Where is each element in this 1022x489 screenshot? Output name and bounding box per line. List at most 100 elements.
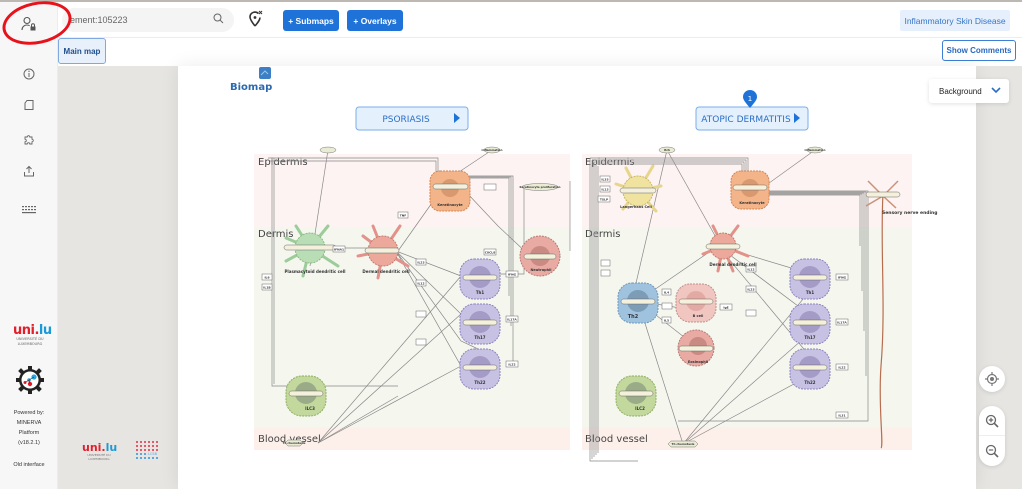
legend-grid-icon (22, 206, 36, 214)
biomap-logo: Biomap (230, 67, 272, 93)
old-interface-link[interactable]: Old interface (13, 462, 45, 468)
svg-text:IL12: IL12 (747, 268, 754, 272)
cell-keratinocyte[interactable]: Keratinocyte (730, 170, 770, 210)
cell-dermal-dendritic[interactable]: Dermal dendritic cell (701, 224, 757, 273)
biomap-diagram[interactable]: Biomap PSORIASIS Epidermis Dermis Blood … (178, 66, 976, 489)
cell-neutrophil[interactable]: Neutrophil (519, 235, 561, 277)
cytokine-ifna1[interactable]: IFNA1 (332, 245, 346, 253)
search-input[interactable] (68, 15, 208, 25)
cytokine-il5[interactable]: IL5 (661, 316, 672, 324)
phenotype-keratinocyte-proliferation[interactable]: Keratinocyte proliferation (520, 183, 561, 191)
phenotype-th-chemotaxis[interactable]: Th chemotaxis (667, 440, 699, 448)
cell-ilc3[interactable]: ILC3 (285, 375, 327, 417)
cytokine-cxcl8[interactable]: CXCL8 (483, 248, 497, 256)
locate-button[interactable] (979, 366, 1005, 392)
cytokine-il23-2[interactable] (745, 309, 757, 317)
cytokine-il23[interactable]: IL23 (415, 258, 427, 266)
atopic-dermatitis-panel[interactable]: ATOPIC DERMATITIS 1 Epidermis Dermis Blo… (582, 90, 937, 462)
cell-th17[interactable]: Th17 (459, 303, 501, 345)
background-select[interactable]: Background (929, 79, 1009, 103)
cell-th2[interactable]: Th2 (617, 282, 659, 324)
svg-text:Th chemotaxis: Th chemotaxis (672, 442, 695, 446)
cytokine-il4[interactable]: IL4 (661, 288, 672, 296)
svg-text:LCSB: LCSB (148, 452, 158, 456)
sidebar-item-info[interactable] (0, 62, 58, 86)
svg-text:Neutrophil: Neutrophil (531, 268, 552, 272)
cytokine-ifng[interactable]: IFNG (835, 273, 849, 281)
cell-plasmacytoid-dendritic[interactable]: Plasmacytoid dendritic cell (283, 224, 346, 278)
university-logo[interactable]: uni.lu UNIVERSITÉ DU LUXEMBOURG (13, 323, 52, 346)
svg-text:IL22: IL22 (508, 363, 515, 367)
cytokine-il13-th2[interactable] (661, 302, 673, 310)
sidebar-item-overview[interactable] (0, 93, 58, 117)
cell-th1[interactable]: Th1 (789, 258, 831, 300)
overlays-button[interactable]: + Overlays (347, 10, 403, 31)
cytokine-tslp[interactable]: TSLP (597, 195, 611, 203)
plugin-icon (24, 134, 34, 144)
cell-th22[interactable]: Th22 (789, 348, 831, 390)
search-result-marker[interactable]: 1 (743, 90, 757, 108)
cytokine-il1b[interactable]: IL1B (261, 283, 273, 291)
tab-main-map[interactable]: Main map (58, 38, 106, 64)
atopic-dermatitis-button[interactable] (695, 106, 809, 131)
sidebar-item-export[interactable] (0, 159, 58, 183)
search-box[interactable] (62, 8, 234, 32)
cytokine-il12[interactable]: IL12 (415, 279, 427, 287)
play-icon (454, 113, 460, 123)
cytokine-il17-epi[interactable] (483, 183, 497, 191)
cytokine-il13[interactable]: IL13 (599, 185, 611, 193)
svg-text:IL12: IL12 (417, 282, 424, 286)
cytokine-il17a[interactable]: IL17A (505, 315, 519, 323)
cytokine-il17a[interactable]: IL17A (835, 318, 849, 326)
cytokine-il12[interactable]: IL12 (745, 265, 757, 273)
cell-th1[interactable]: Th1 (459, 258, 501, 300)
cell-th22[interactable]: Th22 (459, 348, 501, 390)
cytokine-ifng[interactable]: IFNG (505, 270, 519, 278)
psoriasis-button[interactable] (355, 106, 469, 131)
cytokine-il33[interactable]: IL33 (599, 175, 611, 183)
window-top-border (0, 0, 1022, 2)
submaps-button[interactable]: + Submaps (283, 10, 339, 31)
cytokine-il6[interactable]: IL6 (261, 273, 273, 281)
cytokine-il13-left[interactable] (600, 259, 611, 277)
show-comments-button[interactable]: Show Comments (942, 40, 1016, 61)
zoom-out-button[interactable] (979, 436, 1005, 466)
sidebar-item-legend[interactable] (0, 198, 58, 222)
phenotype-inflammation[interactable]: Inflammation (805, 146, 826, 154)
cytokine-il23[interactable]: IL23 (745, 285, 757, 293)
clear-pin-button[interactable] (248, 10, 264, 32)
psoriasis-panel[interactable]: PSORIASIS Epidermis Dermis Blood vessel (254, 106, 571, 450)
map-canvas[interactable]: Biomap PSORIASIS Epidermis Dermis Blood … (82, 66, 976, 489)
zoom-out-icon (985, 444, 999, 458)
cell-dermal-dendritic[interactable]: Dermal dendritic cell (356, 224, 410, 280)
minerva-logo[interactable] (15, 365, 45, 399)
phenotype-inflammation[interactable] (319, 146, 337, 154)
user-login-button[interactable] (0, 10, 58, 38)
cell-langerhans[interactable]: Langerhans Cell (614, 164, 663, 213)
cytokine-il22[interactable]: IL22 (505, 360, 519, 368)
zoom-in-button[interactable] (979, 406, 1005, 436)
map-viewport[interactable]: Biomap PSORIASIS Epidermis Dermis Blood … (58, 66, 1022, 489)
cytokine-il31[interactable]: IL31 (835, 411, 849, 419)
cytokine-il22[interactable]: IL22 (835, 363, 849, 371)
svg-text:Eosinophil: Eosinophil (688, 360, 708, 364)
cytokine-ige[interactable]: IgE (719, 303, 733, 311)
phenotype-th-chemotaxis[interactable]: Th chemotaxis (283, 439, 306, 447)
cell-th17[interactable]: Th17 (789, 303, 831, 345)
sidebar-item-plugins[interactable] (0, 126, 58, 150)
map-name-button[interactable]: Inflammatory Skin Disease (900, 10, 1010, 31)
svg-text:1: 1 (748, 95, 752, 103)
platform-label: Platform (18, 430, 40, 436)
cytokine-tnf[interactable]: TNF (397, 211, 409, 219)
cell-b-cell[interactable]: B cell (675, 283, 717, 323)
cell-ilc2[interactable]: ILC2 (615, 375, 657, 417)
svg-text:Dermal dendritic cell: Dermal dendritic cell (362, 269, 410, 274)
search-icon[interactable] (213, 13, 224, 24)
phenotype-inflammation-2[interactable]: Inflammation (482, 146, 503, 154)
biomap-logo-text: Biomap (230, 82, 272, 93)
cell-eosinophil[interactable]: Eosinophil (677, 329, 715, 367)
cytokine-il22-dermal[interactable] (415, 310, 427, 346)
phenotype-itch[interactable]: Itch (658, 146, 676, 154)
cell-keratinocyte[interactable]: Keratinocyte (429, 170, 471, 212)
cell-sensory-nerve-ending[interactable]: Sensory nerve ending (865, 180, 937, 216)
